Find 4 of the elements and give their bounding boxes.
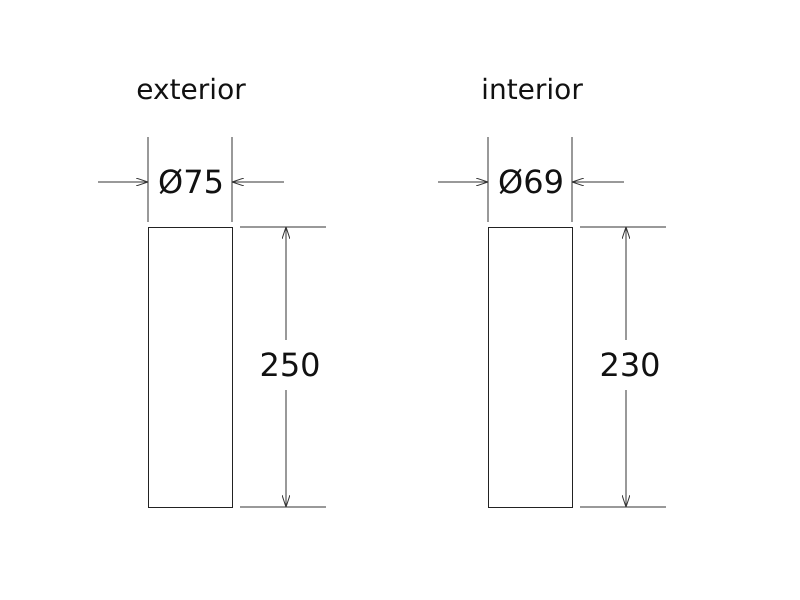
heading: exterior [136,74,246,106]
heading: interior [481,74,583,106]
rectangle-outline [148,227,233,508]
rectangle-outline [488,227,573,508]
